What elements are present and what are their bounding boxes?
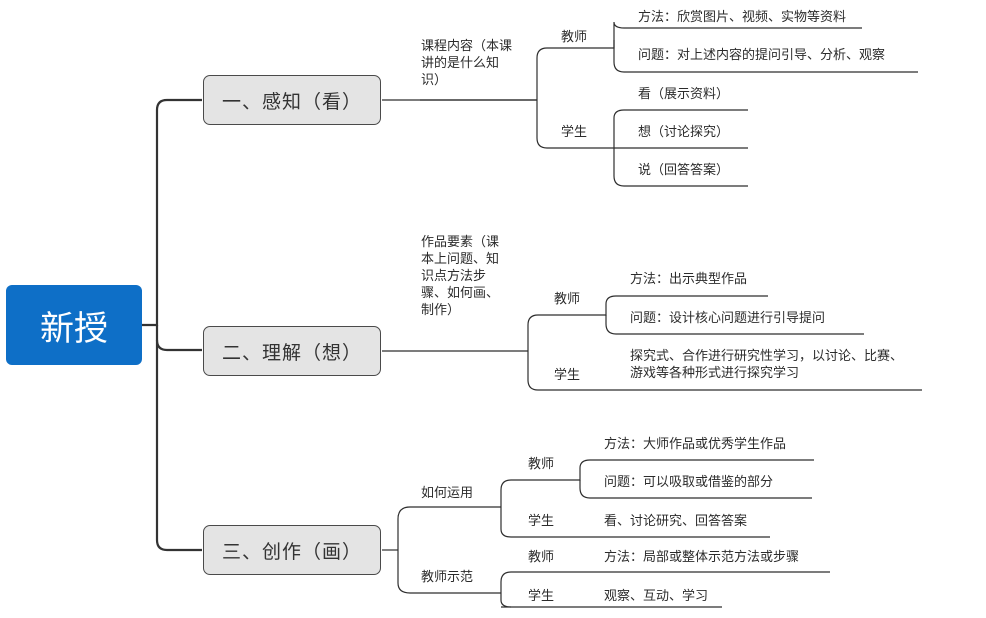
branch-understand[interactable]: 二、理解（想）: [203, 326, 381, 376]
branch-perceive[interactable]: 一、感知（看）: [203, 75, 381, 125]
teacher-question-1[interactable]: 问题：对上述内容的提问引导、分析、观察: [638, 48, 886, 63]
student-look[interactable]: 看（展示资料）: [638, 87, 730, 102]
student-activity-3b[interactable]: 观察、互动、学习: [604, 589, 709, 604]
student-label-3b[interactable]: 学生: [528, 589, 555, 604]
teacher-label-3a[interactable]: 教师: [528, 457, 555, 472]
branch-create[interactable]: 三、创作（画）: [203, 525, 381, 575]
teacher-method-1[interactable]: 方法：欣赏图片、视频、实物等资料: [638, 10, 847, 25]
teacher-label-1[interactable]: 教师: [561, 30, 588, 45]
student-say[interactable]: 说（回答答案）: [638, 163, 730, 178]
topic-course-content[interactable]: 课程内容（本课讲的是什么知识）: [421, 39, 513, 88]
student-inquiry[interactable]: 探究式、合作进行研究性学习，以讨论、比赛、游戏等各种形式进行探究学习: [630, 349, 904, 381]
topic-teacher-demo[interactable]: 教师示范: [421, 570, 474, 585]
teacher-question-3a[interactable]: 问题：可以吸取或借鉴的部分: [604, 475, 774, 490]
teacher-method-2[interactable]: 方法：出示典型作品: [630, 272, 748, 287]
root-node[interactable]: 新授: [6, 285, 142, 365]
student-label-3a[interactable]: 学生: [528, 514, 555, 529]
student-think[interactable]: 想（讨论探究）: [638, 125, 730, 140]
teacher-method-3b[interactable]: 方法：局部或整体示范方法或步骤: [604, 550, 800, 565]
teacher-label-3b[interactable]: 教师: [528, 550, 555, 565]
student-activity-3a[interactable]: 看、讨论研究、回答答案: [604, 514, 748, 529]
student-label-1[interactable]: 学生: [561, 125, 588, 140]
topic-work-elements[interactable]: 作品要素（课本上问题、知识点方法步骤、如何画、制作）: [421, 235, 500, 318]
teacher-question-2[interactable]: 问题：设计核心问题进行引导提问: [630, 311, 826, 326]
teacher-method-3a[interactable]: 方法：大师作品或优秀学生作品: [604, 437, 787, 452]
student-label-2[interactable]: 学生: [554, 368, 581, 383]
teacher-label-2[interactable]: 教师: [554, 292, 581, 307]
topic-how-to-apply[interactable]: 如何运用: [421, 486, 474, 501]
